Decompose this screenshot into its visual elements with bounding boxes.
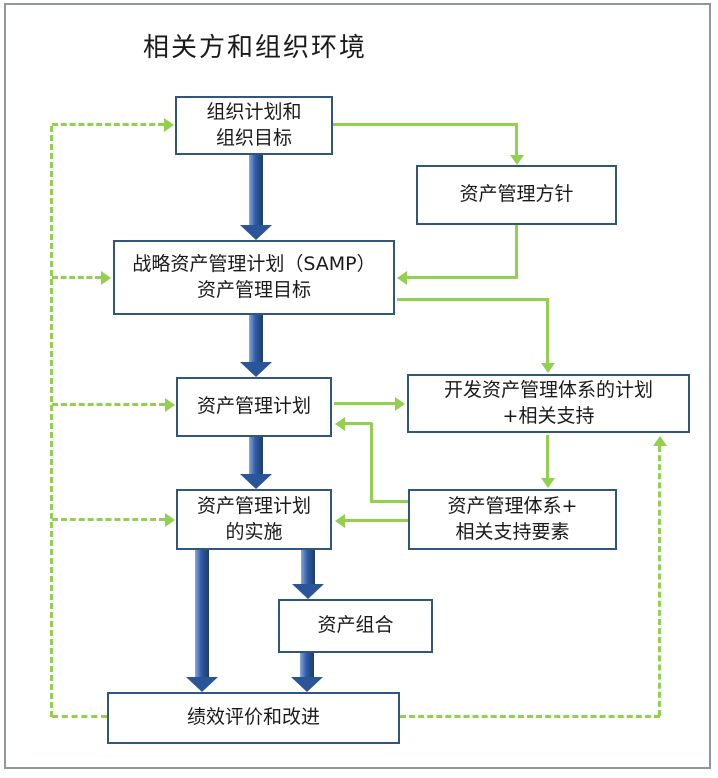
feedback-to-amplans-h	[52, 403, 165, 406]
box-strategic-asset-management-plan-label: 战略资产管理计划（SAMP） 资产管理目标	[132, 253, 376, 301]
box-asset-portfolio: 资产组合	[278, 599, 433, 653]
arrowhead-into-amsystem-top	[541, 478, 555, 488]
line-orgplans-to-policy-v	[515, 123, 518, 156]
feedback-right-vertical	[658, 446, 661, 716]
arrow-implementation-to-performance-shaft	[195, 550, 209, 678]
box-plan-implementation: 资产管理计划 的实施	[176, 489, 332, 550]
feedback-from-performance-left-h	[52, 715, 107, 718]
arrowhead-into-amplans-right	[335, 417, 345, 431]
feedback-from-performance-right-h	[400, 715, 660, 718]
line-policy-to-samp-h	[407, 276, 518, 279]
box-develop-ams-plans-label: 开发资产管理体系的计划 +相关支持	[443, 379, 653, 427]
box-performance-evaluation-label: 绩效评价和改进	[186, 706, 320, 729]
box-organizational-plans: 组织计划和 组织目标	[175, 96, 333, 155]
arrow-implementation-to-portfolio-head	[292, 584, 324, 599]
box-asset-management-policy-label: 资产管理方针	[459, 183, 574, 206]
arrowhead-feedback-amplans	[165, 398, 175, 412]
arrowhead-feedback-implementation	[165, 513, 175, 527]
arrowhead-into-devplans-top	[541, 363, 555, 373]
arrowhead-into-policy	[510, 155, 524, 165]
arrow-amplans-to-implementation-shaft	[249, 437, 263, 475]
arrow-samp-to-amplans-shaft	[249, 315, 263, 363]
box-asset-management-plans: 资产管理计划	[176, 377, 332, 437]
line-policy-to-samp-v	[515, 225, 518, 279]
feedback-to-samp-h	[52, 276, 101, 279]
line-amsystem-to-implementation-h	[345, 519, 408, 522]
feedback-to-implementation-h	[52, 518, 165, 521]
line-orgplans-to-policy-h	[333, 123, 518, 126]
arrowhead-feedback-samp	[101, 271, 111, 285]
line-samp-to-devplans-h	[397, 298, 549, 301]
arrow-implementation-to-performance-head	[186, 677, 218, 692]
line-devplans-to-amsystem-v	[546, 435, 549, 479]
arrowhead-into-samp-right	[397, 271, 407, 285]
line-amsystem-to-amplans-h1	[372, 500, 408, 503]
box-asset-management-policy: 资产管理方针	[416, 165, 617, 225]
arrowhead-feedback-devplans	[653, 436, 667, 446]
box-asset-management-system: 资产管理体系+ 相关支持要素	[408, 489, 617, 550]
arrow-orgplans-to-samp-head	[240, 225, 272, 240]
arrow-orgplans-to-samp-shaft	[249, 155, 263, 226]
line-samp-to-devplans-v	[546, 298, 549, 364]
arrow-portfolio-to-performance-shaft	[300, 653, 314, 678]
arrowhead-feedback-orgplans	[164, 118, 174, 132]
arrowhead-into-implementation-right	[335, 514, 345, 528]
feedback-left-vertical	[50, 126, 53, 717]
box-strategic-asset-management-plan: 战略资产管理计划（SAMP） 资产管理目标	[113, 240, 395, 315]
box-asset-management-plans-label: 资产管理计划	[196, 395, 311, 418]
box-organizational-plans-label: 组织计划和 组织目标	[206, 101, 302, 149]
arrow-amplans-to-implementation-head	[240, 474, 272, 489]
box-asset-management-system-label: 资产管理体系+ 相关支持要素	[447, 495, 578, 543]
feedback-to-orgplans-h	[52, 123, 164, 126]
box-develop-ams-plans: 开发资产管理体系的计划 +相关支持	[407, 374, 690, 433]
box-performance-evaluation: 绩效评价和改进	[107, 692, 400, 744]
box-plan-implementation-label: 资产管理计划 的实施	[196, 495, 311, 543]
line-amsystem-to-amplans-h2	[345, 422, 372, 425]
arrow-samp-to-amplans-head	[240, 362, 272, 377]
diagram-title: 相关方和组织环境	[143, 33, 368, 63]
box-asset-portfolio-label: 资产组合	[317, 614, 394, 637]
line-amsystem-to-amplans-v	[370, 423, 373, 503]
line-amplans-to-devplans-h	[334, 402, 396, 405]
arrowhead-into-devplans-left	[395, 397, 405, 411]
arrow-implementation-to-portfolio-shaft	[301, 550, 315, 585]
arrow-portfolio-to-performance-head	[291, 677, 323, 692]
